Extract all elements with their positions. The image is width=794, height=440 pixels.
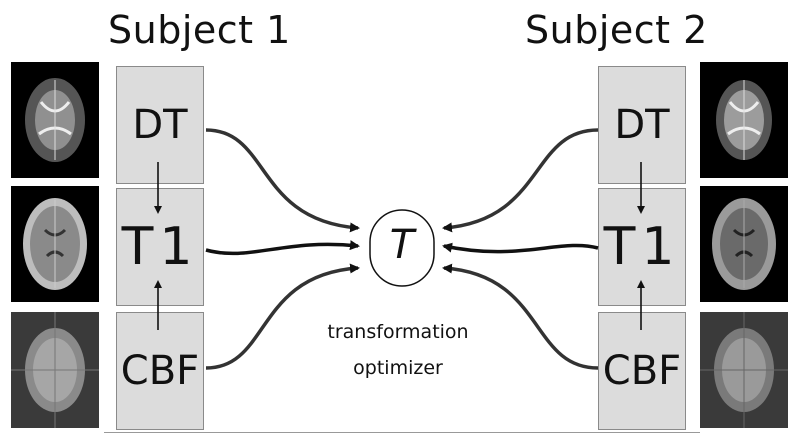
subject2-dt-label: DT xyxy=(614,102,670,148)
subject2-cbf-brain-image xyxy=(700,312,788,428)
subject1-cbf-box: CBF xyxy=(116,312,204,430)
subject2-t1-brain-image xyxy=(700,186,788,302)
bottom-divider xyxy=(104,432,700,433)
subject1-t1-label: T1 xyxy=(121,217,199,277)
subject1-dt-to-optimizer-arrow xyxy=(205,128,360,233)
optimizer-node xyxy=(369,209,435,287)
transformation-symbol: T xyxy=(389,222,415,268)
subject1-cbf-to-optimizer-arrow xyxy=(205,263,360,370)
subject1-dt-box: DT xyxy=(116,66,204,184)
subject2-t1-label: T1 xyxy=(603,217,681,277)
subject2-cbf-to-optimizer-arrow xyxy=(442,263,599,370)
optimizer-caption-line1: transformation xyxy=(327,321,469,343)
subject1-cbf-label: CBF xyxy=(120,348,200,394)
subject2-dt-brain-image xyxy=(700,62,788,178)
subject-1-title: Subject 1 xyxy=(108,8,291,52)
subject2-t1-to-optimizer-arrow xyxy=(442,242,599,254)
subject2-dt-to-optimizer-arrow xyxy=(442,128,599,233)
optimizer-caption-line2: optimizer xyxy=(353,357,443,379)
subject2-cbf-label: CBF xyxy=(602,348,682,394)
subject1-dt-brain-image xyxy=(11,62,99,178)
subject2-cbf-box: CBF xyxy=(598,312,686,430)
subject1-dt-label: DT xyxy=(132,102,188,148)
subject1-cbf-brain-image xyxy=(11,312,99,428)
subject-2-title: Subject 2 xyxy=(525,8,708,52)
subject1-t1-to-optimizer-arrow xyxy=(205,240,360,256)
subject2-dt-box: DT xyxy=(598,66,686,184)
subject1-t1-brain-image xyxy=(11,186,99,302)
